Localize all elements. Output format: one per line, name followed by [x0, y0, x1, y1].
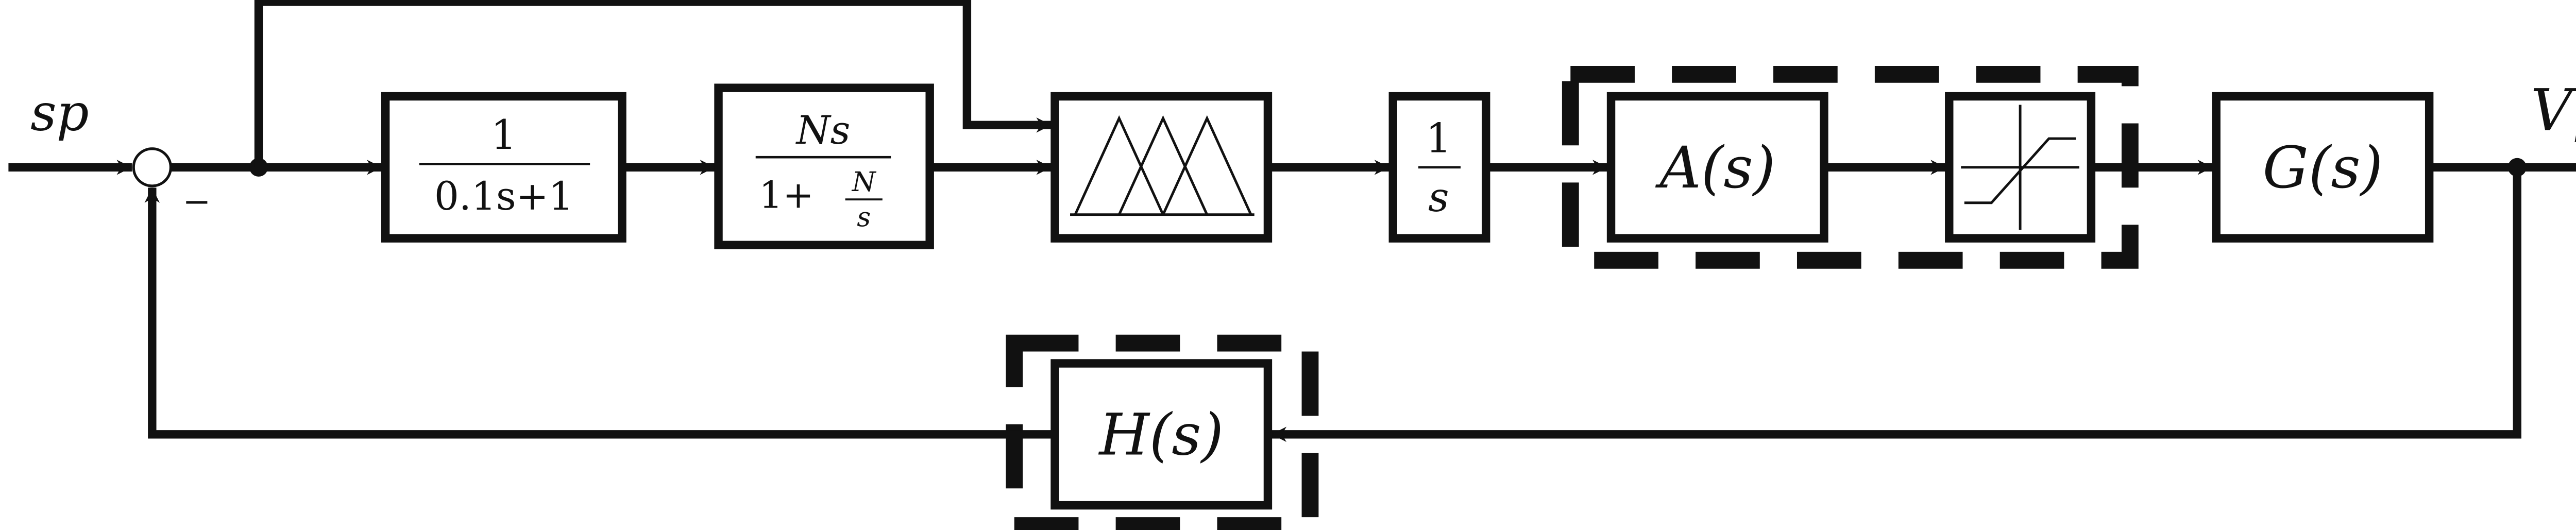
derivative-inner-denominator: s [857, 202, 871, 233]
error-feedforward-arrow [254, 0, 1052, 167]
derivative-numerator: Ns [795, 108, 851, 153]
integrator-denominator: s [1428, 174, 1449, 221]
filter-numerator: 1 [491, 111, 517, 159]
actuator-block [1606, 92, 1828, 243]
sensor-to-sum-arrow [144, 187, 1055, 439]
summing-junction [132, 147, 173, 187]
feedback-to-sensor-arrow [1271, 167, 2521, 442]
filter-denominator: 0.1s+1 [434, 174, 573, 219]
derivative-block [714, 83, 934, 249]
minus-sign: − [182, 182, 211, 221]
sensor-block [1050, 359, 1273, 510]
derivative-denominator-prefix: 1+ [759, 174, 814, 217]
input-label: sp [30, 84, 89, 143]
filter-block [381, 92, 626, 243]
fuzzy-block [1050, 92, 1273, 243]
saturation-curve-icon [1961, 105, 2079, 230]
output-label: Vp [2531, 77, 2576, 144]
plant-label: G(s) [2263, 134, 2383, 201]
sensor-label: H(s) [1098, 402, 1224, 469]
integrator-numerator: 1 [1426, 114, 1451, 162]
triangular-membership-functions-icon [1070, 115, 1255, 216]
actuator-label: A(s) [1655, 134, 1775, 201]
derivative-inner-numerator: N [851, 166, 877, 198]
